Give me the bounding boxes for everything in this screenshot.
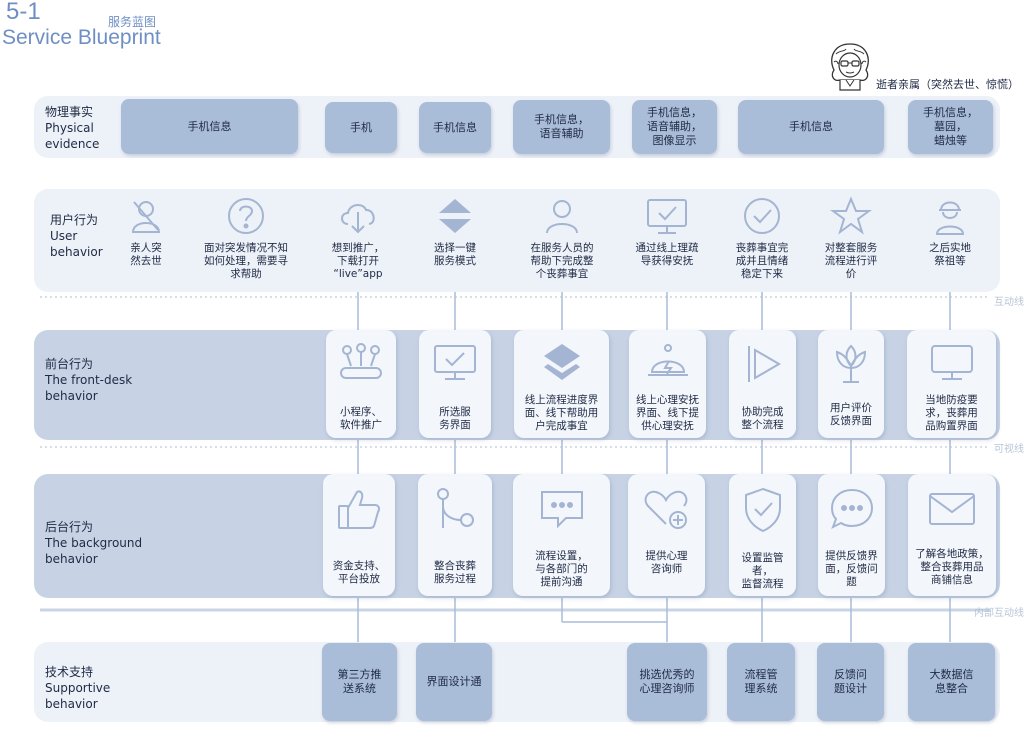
user-step: 在服务人员的 帮助下完成整 个丧葬事宜 [516,196,608,281]
user-step: 想到推广， 下载打开 “live”app [312,196,404,281]
evidence-box: 手机信息 [419,102,491,153]
layers-icon [543,344,580,380]
mail-icon [929,493,975,525]
heart-plus-icon [644,490,687,529]
user-icon [546,200,578,234]
user-step: 之后实地 祭祖等 [904,196,996,268]
monitor-check-icon [434,345,476,380]
background-card: 资金支持、 平台投放 [323,474,395,596]
user-step: 丧葬事宜完 成并且情绪 稳定下来 [716,196,808,281]
user-behavior-band [34,189,1000,292]
user-step: 面对突发情况不知 如何处理，需要寻 求帮助 [200,196,292,281]
section-number: 5-1 [6,0,41,25]
up-down-arrows-icon [439,199,471,233]
evidence-box: 手机信息 [121,99,298,154]
evidence-box: 手机信息， 语音辅助， 图像显示 [632,100,717,154]
title-chinese: 服务蓝图 [108,15,157,29]
evidence-box: 手机 [325,102,397,153]
support-box: 界面设计通 [416,643,492,721]
network-icon [340,343,382,379]
user-step: 亲人突 然去世 [100,196,192,268]
play-icon [747,346,781,382]
evidence-box: 手机信息， 墓园， 蜡烛等 [908,100,993,154]
branch-icon [437,488,474,528]
background-card: 流程设置， 与各部门的 提前沟通 [513,474,610,596]
user-step: 对整套服务 流程进行评 价 [805,196,897,281]
flower-icon [835,344,867,383]
question-icon [228,198,264,234]
persona-label: 逝者亲属（突然去世、惊慌） [876,78,1019,91]
front-desk-card: 用户评价 反馈界面 [818,330,884,438]
cloud-download-icon [341,204,375,234]
support-box: 第三方推 送系统 [322,643,397,721]
monitor-icon [930,345,973,380]
user-step: 选择一键 服务模式 [409,196,501,268]
support-box: 挑选优秀的 心理咨询师 [627,643,707,721]
line-of-internal-interaction-label: 内部互动线 [974,608,1024,619]
support-box: 大数据信 息整合 [908,643,995,721]
chat-bubble-icon [830,488,873,530]
front-desk-card: 小程序、 软件推广 [326,330,396,438]
support-box: 反馈问 题设计 [817,643,884,721]
background-card: 提供反馈界 面，反馈问 题 [818,474,885,596]
thumbs-up-icon [338,490,380,529]
line-of-visibility-label: 可视线 [994,444,1024,455]
message-icon [540,491,583,529]
front-desk-card: 协助完成 整个流程 [729,330,796,438]
front-desk-card: 所选服 务界面 [419,330,491,438]
front-desk-card: 当地防疫要 求，丧葬用 品购置界面 [907,330,996,438]
background-card: 了解各地政策， 整合丧葬用品 商铺信息 [908,474,996,596]
monitor-check-icon [647,199,687,234]
person-icon [131,201,161,233]
front-desk-card: 线上流程进度界 面、线下帮助用 户完成事宜 [514,330,609,438]
front-desk-card: 线上心理安抚 界面、线下提 供心理安抚 [629,330,706,438]
background-card: 提供心理 咨询师 [628,474,705,596]
user-step: 通过线上理疏 导获得安抚 [621,196,713,268]
star-icon [830,196,872,235]
line-of-interaction-label: 互动线 [994,297,1024,308]
background-card: 设置监管者， 监督流程 [729,474,796,596]
background-card: 整合丧葬 服务过程 [418,474,492,596]
service-bell-icon [647,344,688,376]
worker-icon [935,201,965,235]
title-english: Service Blueprint [2,26,161,49]
check-circle-icon [744,198,780,234]
evidence-box: 手机信息 [738,100,884,154]
woman-with-glasses-avatar [831,43,869,91]
shield-check-icon [744,487,781,533]
support-box: 流程管 理系统 [727,643,795,721]
evidence-box: 手机信息， 语音辅助 [513,100,610,154]
